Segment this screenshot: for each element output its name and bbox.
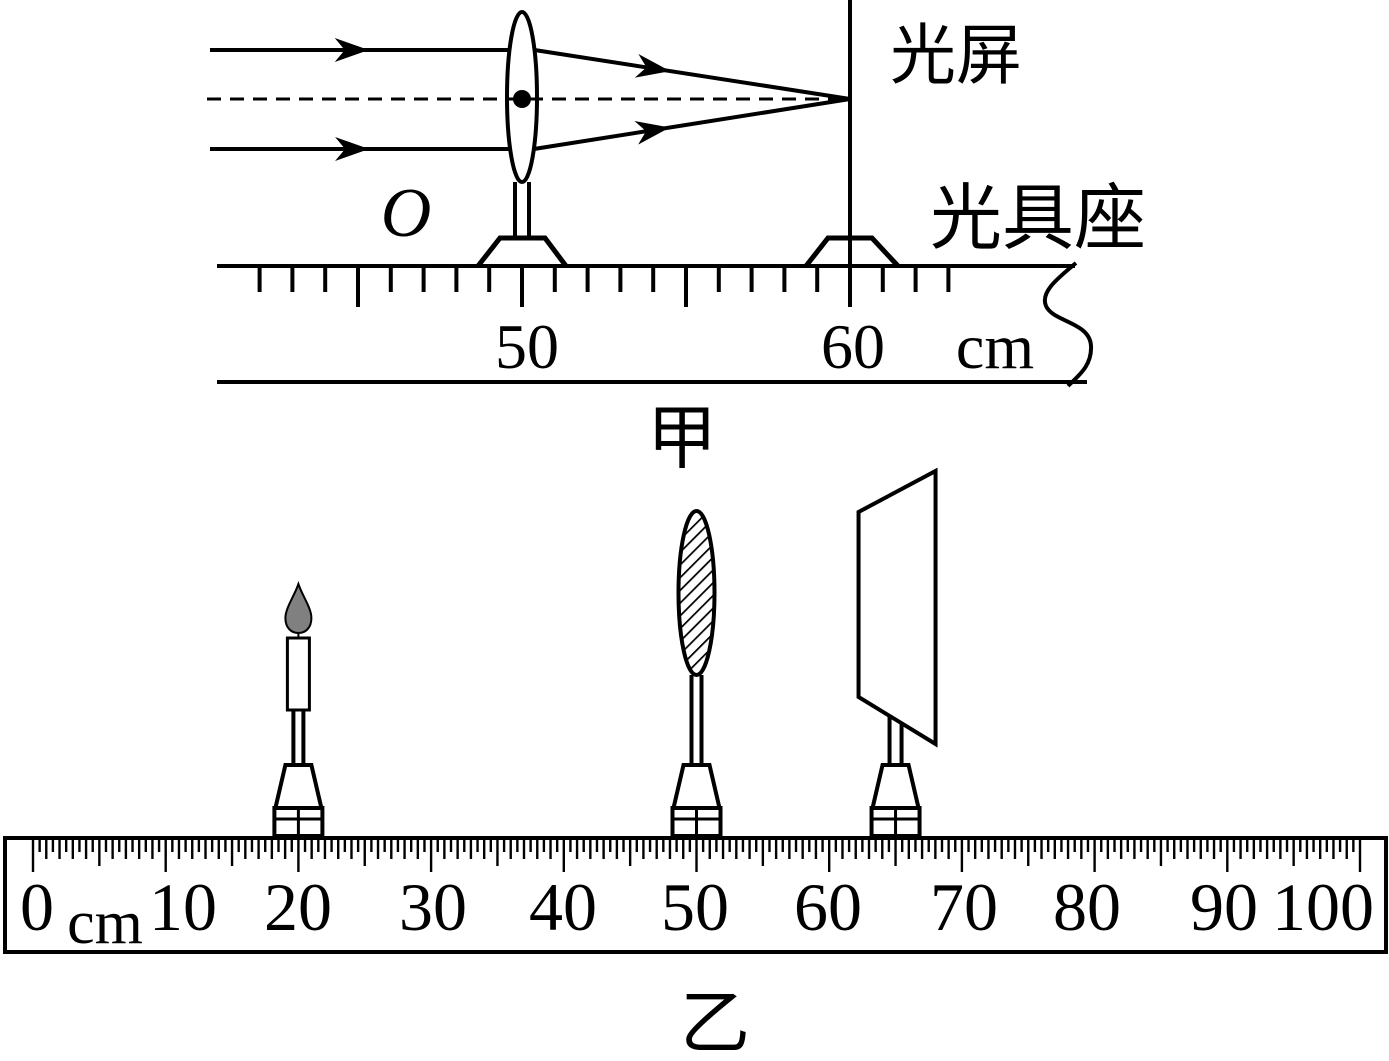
- scale-unit-label: cm: [956, 311, 1034, 382]
- ruler-label-40: 40: [529, 869, 597, 945]
- ruler-label-30: 30: [399, 869, 467, 945]
- ruler-label-70: 70: [930, 869, 998, 945]
- arrowhead-icon: [634, 53, 671, 78]
- figure-b-caption: 乙: [680, 982, 750, 1061]
- incident-rays: [210, 38, 511, 161]
- lens-base: [476, 235, 568, 268]
- refracted-rays: [533, 48, 851, 151]
- screen-holder: [856, 467, 938, 838]
- point-o-label: O: [381, 175, 432, 252]
- light-screen-a: [804, 0, 900, 268]
- figure-b: 0 cm 10 20 30 40 50 60 70 80 90 100 乙: [3, 467, 1388, 1061]
- ruler-label-100: 100: [1272, 869, 1374, 945]
- light-screen-b: [856, 467, 938, 748]
- arrowhead-icon: [634, 120, 670, 145]
- figure-a-caption: 甲: [647, 397, 717, 479]
- ruler-label-0: 0: [20, 869, 54, 945]
- bench-break-line: [1042, 261, 1094, 388]
- bench-scale-ticks: [257, 266, 951, 307]
- screen-base: [870, 763, 922, 810]
- ruler-label-80: 80: [1053, 869, 1121, 945]
- scale-label-50: 50: [495, 311, 559, 382]
- candle-body: [285, 636, 311, 712]
- screen-base: [804, 235, 900, 268]
- lens-outline: [505, 10, 539, 184]
- ruler-ticks: [31, 840, 1362, 872]
- ruler-unit-label: cm: [67, 889, 143, 957]
- convex-lens-b: [676, 509, 717, 677]
- optical-center-dot: [513, 90, 531, 108]
- candle-holder: [272, 580, 325, 838]
- refracted-ray: [534, 48, 851, 101]
- ruler-label-90: 90: [1190, 869, 1258, 945]
- lens-holder: [670, 509, 723, 838]
- ruler-label-10: 10: [149, 869, 217, 945]
- arrowhead-icon: [335, 137, 370, 161]
- flame-icon: [284, 580, 313, 635]
- figure-a: 光屏 光具座 O 50 60 cm 甲: [207, 0, 1146, 479]
- ruler-label-50: 50: [661, 869, 729, 945]
- arrowhead-icon: [334, 38, 369, 62]
- candle-base: [272, 763, 324, 810]
- optical-bench: [217, 261, 1094, 388]
- scale-label-60: 60: [821, 311, 885, 382]
- bench-label: 光具座: [930, 176, 1146, 260]
- convex-lens-a: [476, 10, 568, 268]
- screen-label: 光屏: [890, 17, 1022, 94]
- refracted-ray: [533, 97, 851, 151]
- lens-base: [670, 763, 723, 810]
- ruler-label-60: 60: [794, 869, 862, 945]
- ruler-label-20: 20: [264, 869, 332, 945]
